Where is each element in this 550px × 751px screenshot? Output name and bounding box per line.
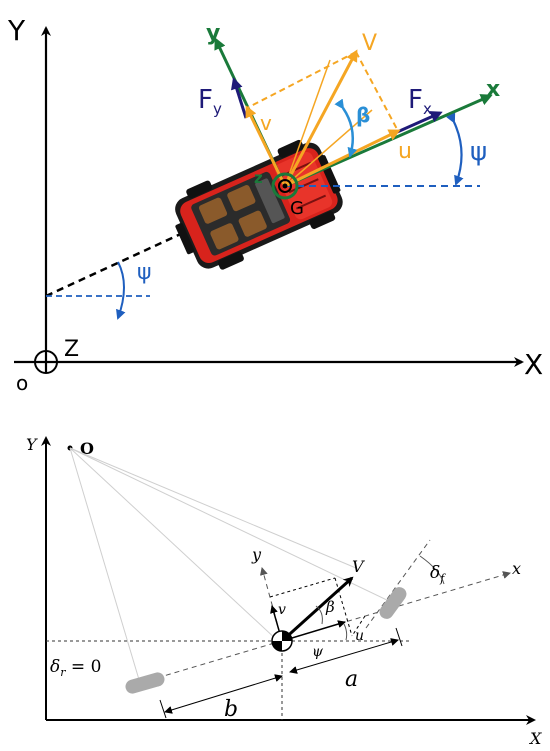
front-steer-line: [365, 539, 431, 629]
lower-psi-arc: [116, 261, 126, 320]
distance-b-tick: [159, 699, 167, 719]
beta-arc: [334, 98, 358, 158]
rear-wheel: [125, 672, 165, 694]
beta-arc-bottom: [315, 605, 323, 625]
center-of-mass-symbol: [271, 630, 293, 652]
bottom-x-axis-label: X: [528, 729, 542, 748]
ackermann-rays: [69, 447, 394, 684]
beta-text: β: [325, 598, 335, 616]
psi-arc-bottom: [343, 623, 348, 641]
body-x-label: x: [512, 559, 521, 578]
psi-arc: [446, 112, 464, 186]
velocity-v-arrow: [245, 105, 287, 187]
velocity-u-arrow: [284, 129, 401, 188]
distance-a-tick: [395, 627, 403, 647]
force-fx-label: Fx: [408, 85, 432, 118]
psi-label: ψ: [470, 137, 487, 167]
velocity-u-label: u: [398, 139, 412, 164]
vehicle-x-label: x: [486, 77, 500, 102]
center-of-gravity-symbol: [271, 172, 299, 200]
velocity-guide-2: [284, 109, 373, 187]
distance-b-line: [164, 674, 283, 714]
force-fy-label: Fy: [198, 85, 222, 118]
velocity-v-text: v: [278, 602, 286, 618]
top-figure: Y X Z o ψ: [7, 14, 543, 395]
velocity-guide-1: [284, 59, 331, 187]
front-wheel: [379, 587, 407, 619]
beta-label: β: [356, 103, 370, 127]
velocity-u-vector: [281, 620, 346, 642]
distance-b-text: b: [224, 697, 238, 722]
rear-steer-text: δr = 0: [50, 657, 101, 679]
velocity-parallelogram: [269, 577, 366, 637]
vehicle-top-view: [175, 139, 343, 270]
distance-a-text: a: [345, 667, 358, 692]
velocity-u-text: u: [355, 628, 364, 644]
distance-a-line: [289, 638, 399, 674]
cg-label: G: [290, 198, 304, 219]
top-z-axis-label: Z: [64, 337, 79, 362]
top-x-axis-label: X: [524, 348, 543, 381]
velocity-V-text: V: [352, 557, 365, 576]
velocity-V-arrow: [283, 49, 358, 187]
velocity-V-label: V: [362, 31, 377, 56]
velocity-V-vector: [280, 576, 354, 643]
vehicle-z-label: z: [254, 169, 263, 187]
lower-psi-label: ψ: [137, 260, 152, 285]
velocity-v-label: v: [260, 111, 272, 135]
delta-f-arc: [419, 555, 445, 585]
psi-text: ψ: [312, 644, 324, 660]
velocity-projection-v: [246, 51, 357, 109]
body-y-label: y: [251, 545, 262, 564]
force-fx-arrow: [394, 111, 443, 135]
force-fy-arrow: [230, 77, 248, 119]
top-y-axis-label: Y: [7, 14, 26, 47]
delta-f-text: δf: [430, 563, 446, 585]
z-axis-symbol: [34, 350, 58, 374]
velocity-projection-u: [355, 51, 399, 132]
top-origin-label: o: [16, 371, 28, 395]
bottom-figure: Y X O x y V v: [26, 435, 542, 748]
bottom-y-axis-label: Y: [26, 435, 38, 454]
vehicle-y-label: y: [206, 21, 220, 46]
